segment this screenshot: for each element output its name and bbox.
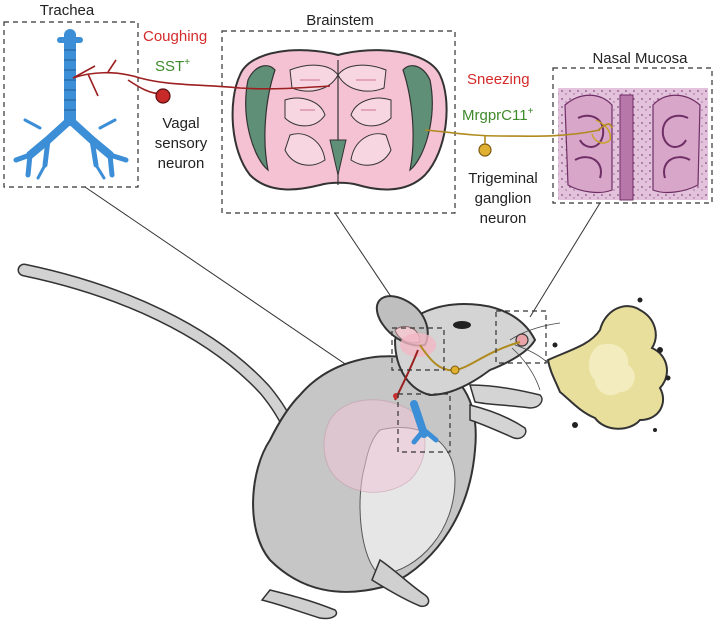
trigeminal-neuron-label-3: neuron — [479, 210, 527, 227]
vagal-neuron-label-3: neuron — [157, 155, 205, 172]
trigeminal-neuron-label-2: ganglion — [474, 190, 532, 207]
sneezing-label: Sneezing — [467, 71, 530, 88]
sneeze-cloud-icon — [546, 297, 671, 432]
trachea-icon — [13, 29, 129, 180]
trigeminal-fiber — [424, 123, 613, 144]
trigeminal-neuron-label-1: Trigeminal — [468, 170, 538, 187]
trachea-panel — [3, 21, 139, 188]
coughing-label: Coughing — [143, 28, 208, 45]
brainstem-panel — [221, 30, 456, 214]
trachea-title: Trachea — [39, 2, 95, 19]
nasal-mucosa-title: Nasal Mucosa — [592, 50, 688, 67]
neuron-soma-icon — [155, 88, 492, 157]
mouse-icon — [17, 263, 561, 620]
nasal-mucosa-panel — [552, 67, 713, 204]
vagal-neuron-label-2: sensory — [154, 135, 208, 152]
nasal-mucosa-icon — [558, 88, 708, 201]
vagal-neuron-label-1: Vagal — [162, 115, 200, 132]
brainstem-title: Brainstem — [306, 12, 374, 29]
mrgprc11-marker-label: MrgprC11+ — [462, 106, 534, 125]
sst-marker-label: SST+ — [155, 57, 191, 76]
brainstem-section-icon — [231, 49, 448, 191]
